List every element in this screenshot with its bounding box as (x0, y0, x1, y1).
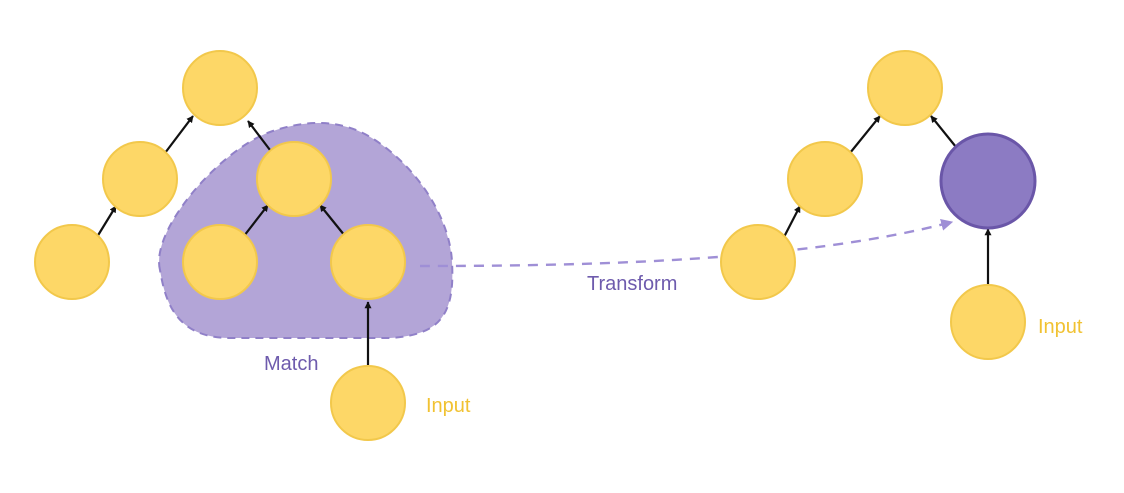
right-bottom-left-node (720, 224, 796, 300)
left-center-node (256, 141, 332, 217)
left-mid-left-node (102, 141, 178, 217)
left-input-node (330, 365, 406, 441)
edge-left-center-to-top (247, 120, 271, 151)
transform-arrow (419, 218, 954, 268)
match-label: Match (264, 353, 318, 375)
right-input-label: Input (1038, 316, 1083, 338)
left-inner-left-node (182, 224, 258, 300)
left-bottom-left-node (34, 224, 110, 300)
edge-right-midleft-to-top (849, 115, 881, 154)
right-input-node (950, 284, 1026, 360)
right-replaced-node (939, 132, 1037, 230)
edge-left-midleft-to-top (164, 115, 194, 154)
right-mid-left-node (787, 141, 863, 217)
edge-right-replaced-to-top (930, 115, 957, 148)
left-top-node (182, 50, 258, 126)
edge-right-bottomleft-to-midleft (783, 205, 801, 238)
edge-left-innerleft-to-center (243, 204, 269, 237)
left-inner-right-node (330, 224, 406, 300)
left-input-label: Input (426, 395, 471, 417)
transform-label: Transform (587, 273, 677, 295)
edge-left-bottomleft-to-midleft (96, 205, 117, 238)
right-top-node (867, 50, 943, 126)
edge-left-innerright-to-center (319, 204, 346, 237)
